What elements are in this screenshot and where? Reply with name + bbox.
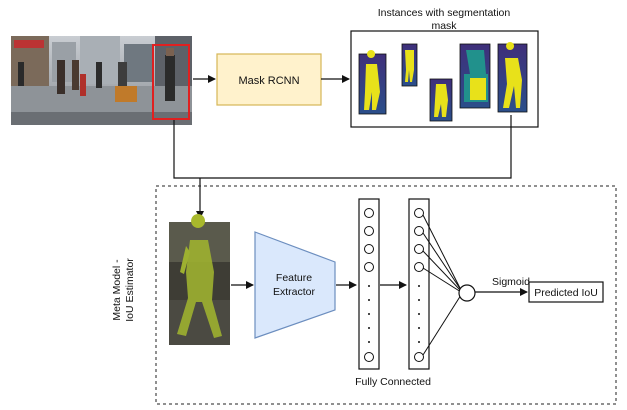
output-node [458,284,476,302]
instance-mask-5 [497,42,528,113]
pedestrian-crop-image [169,214,230,345]
instances-title-line2: mask [431,20,457,32]
predicted-iou-label: Predicted IoU [534,287,598,299]
predicted-iou-box [528,281,604,303]
bounding-box-highlight [152,44,190,120]
fc-layer-2 [408,198,430,370]
street-scene-image [11,36,192,125]
instance-mask-4 [459,43,491,109]
fc-to-output-connections [422,214,462,356]
feature-extractor-label-line2: Extractor [273,286,316,298]
mask-rcnn-label: Mask RCNN [238,75,299,87]
feature-extractor-label-line1: Feature [276,272,312,284]
fc-layer-1 [358,198,380,370]
instance-mask-2 [401,43,418,87]
meta-model-label-line1: Meta Model - [111,259,123,321]
instances-title-line1: Instances with segmentation [378,7,511,19]
mask-rcnn-box [216,53,322,106]
fully-connected-label: Fully Connected [355,376,431,388]
connector-image-to-instances [173,115,512,179]
feature-extractor-block [254,231,336,339]
instance-mask-1 [358,50,387,115]
meta-model-container [155,185,617,405]
sigmoid-label: Sigmoid [492,276,530,288]
instance-mask-3 [429,78,453,122]
meta-model-label-line2: IoU Estimator [124,258,136,322]
